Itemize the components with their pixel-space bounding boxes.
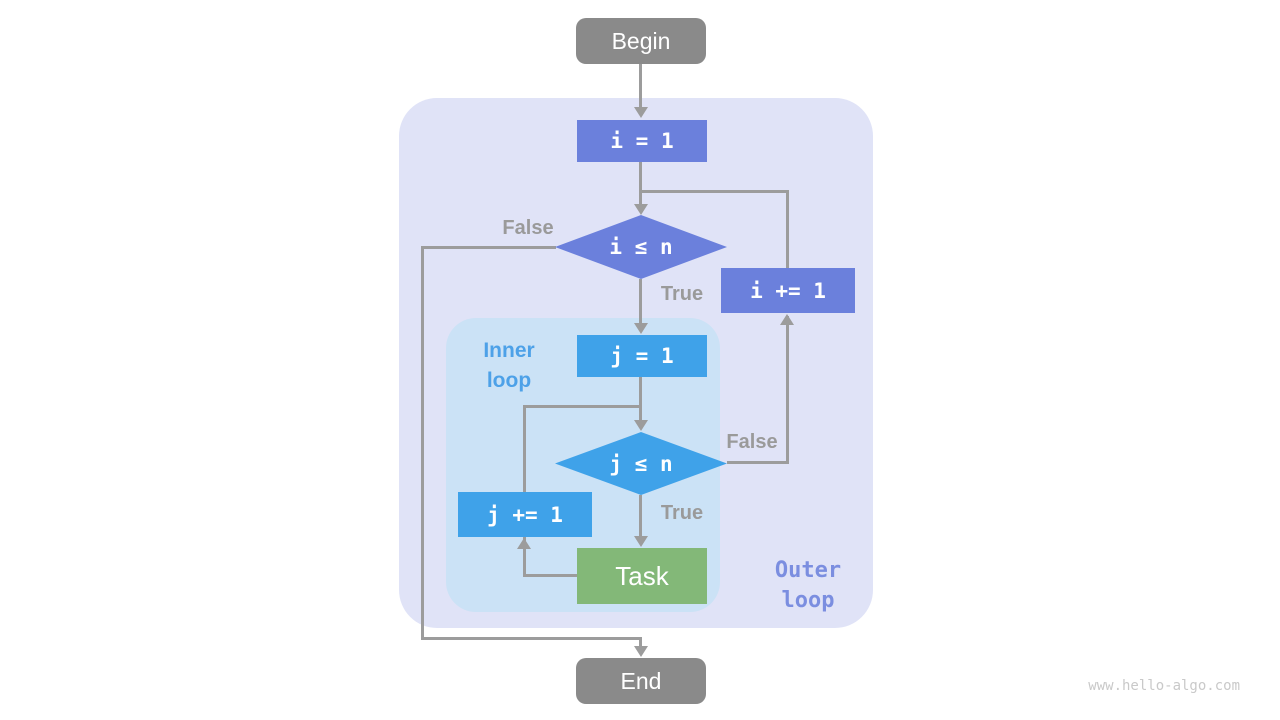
arrowhead-into-end bbox=[634, 646, 648, 657]
arrowhead-into-j-init bbox=[634, 323, 648, 334]
arrowhead-into-j-incr bbox=[517, 538, 531, 549]
edge-j-cond-false-horizontal bbox=[727, 461, 789, 464]
edge-to-end-vertical bbox=[639, 637, 642, 649]
outer-loop-label-line2: loop bbox=[781, 588, 835, 613]
arrowhead-into-task bbox=[634, 536, 648, 547]
edge-begin-to-i-init bbox=[639, 64, 642, 112]
node-j-incr: j += 1 bbox=[458, 492, 592, 537]
edge-label-inner-false: False bbox=[726, 431, 778, 453]
outer-loop-label: Outer loop bbox=[762, 556, 854, 616]
edge-task-loopback-vertical bbox=[523, 537, 526, 576]
node-i-init: i = 1 bbox=[577, 120, 707, 162]
edge-j-cond-false-vertical bbox=[786, 316, 789, 464]
edge-i-cond-true-to-j-init bbox=[639, 279, 642, 325]
edge-i-cond-false-horizontal bbox=[421, 246, 556, 249]
edge-j-init-to-j-cond bbox=[639, 377, 642, 423]
arrowhead-into-i-init bbox=[634, 107, 648, 118]
watermark-text: www.hello-algo.com bbox=[1088, 678, 1240, 694]
inner-loop-label-line2: loop bbox=[486, 369, 532, 392]
edge-i-incr-up-vertical bbox=[786, 190, 789, 268]
edge-i-cond-false-vertical bbox=[421, 246, 424, 640]
inner-loop-label-line1: Inner bbox=[483, 339, 535, 362]
edge-task-loopback-horizontal bbox=[523, 574, 578, 577]
edge-j-incr-merge-horizontal bbox=[524, 405, 642, 408]
edge-label-outer-false: False bbox=[502, 217, 554, 239]
inner-loop-label: Inner loop bbox=[467, 336, 551, 396]
edge-i-init-to-i-cond bbox=[639, 162, 642, 206]
edge-j-incr-up-vertical bbox=[523, 405, 526, 492]
edge-label-outer-true: True bbox=[660, 283, 704, 305]
node-j-init: j = 1 bbox=[577, 335, 707, 377]
arrowhead-into-i-cond bbox=[634, 204, 648, 215]
edge-to-end-horizontal bbox=[421, 637, 642, 640]
node-task: Task bbox=[577, 548, 707, 604]
edge-i-incr-merge-horizontal bbox=[639, 190, 789, 193]
arrowhead-into-i-incr bbox=[780, 314, 794, 325]
edge-label-inner-true: True bbox=[660, 502, 704, 524]
arrowhead-into-j-cond bbox=[634, 420, 648, 431]
node-i-incr: i += 1 bbox=[721, 268, 855, 313]
edge-j-cond-true-to-task bbox=[639, 495, 642, 538]
node-end: End bbox=[576, 658, 706, 704]
node-begin: Begin bbox=[576, 18, 706, 64]
outer-loop-label-line1: Outer bbox=[774, 558, 842, 583]
